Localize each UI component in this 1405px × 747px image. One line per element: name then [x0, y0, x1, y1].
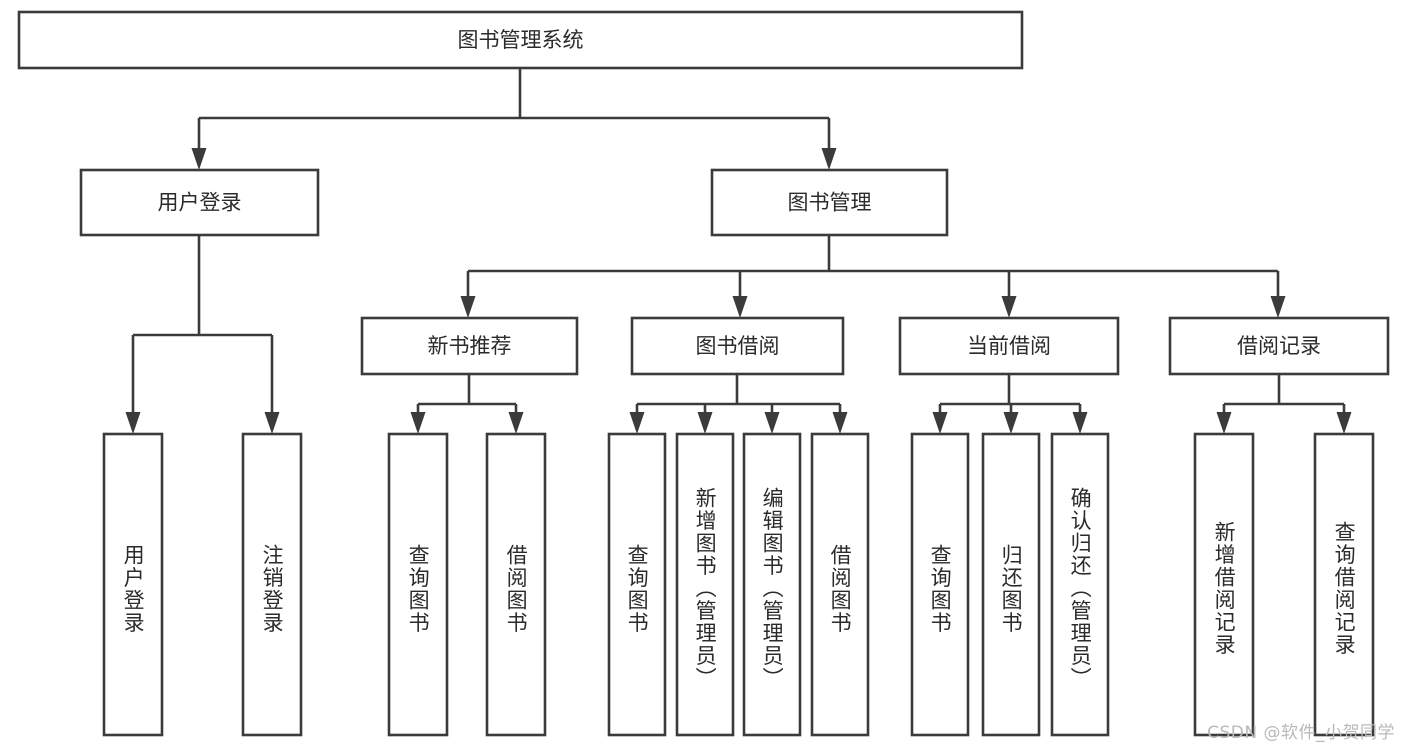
node-level3-1-label: 图书借阅: [696, 334, 780, 358]
node-level3-2-label: 当前借阅: [967, 334, 1051, 358]
node-level2-1-label: 图书管理: [788, 191, 872, 215]
node-root-label: 图书管理系统: [458, 28, 584, 52]
node-leaf-2-box[interactable]: [387, 432, 449, 737]
arrow-head-icon: [508, 412, 524, 434]
edges-book-to-modules: [460, 235, 1286, 318]
node-level3-1[interactable]: 图书借阅: [630, 316, 845, 376]
arrow-head-icon: [821, 148, 837, 170]
node-level2-0[interactable]: 用户登录: [79, 168, 320, 237]
node-leaf-3-box[interactable]: [485, 432, 547, 737]
arrow-head-icon: [410, 412, 426, 434]
node-leaf-5-box[interactable]: [675, 432, 735, 737]
node-leaf-11[interactable]: [1193, 432, 1255, 737]
node-leaf-7-box[interactable]: [810, 432, 870, 737]
arrow-head-icon: [1216, 412, 1232, 434]
arrow-head-icon: [732, 296, 748, 318]
edges-module-leaves-0: [410, 374, 524, 434]
node-leaf-12[interactable]: [1313, 432, 1375, 737]
node-level3-3[interactable]: 借阅记录: [1168, 316, 1390, 376]
arrow-head-icon: [125, 412, 141, 434]
node-leaf-5[interactable]: [675, 432, 735, 737]
arrow-head-icon: [932, 412, 948, 434]
node-leaf-3[interactable]: [485, 432, 547, 737]
node-level3-2-box[interactable]: [898, 316, 1120, 376]
edges-root-to-level2: [191, 68, 837, 170]
node-level2-1[interactable]: 图书管理: [710, 168, 949, 237]
node-leaf-6-box[interactable]: [742, 432, 802, 737]
arrow-head-icon: [764, 412, 780, 434]
node-leaf-1-box[interactable]: [241, 432, 303, 737]
node-level2-1-box[interactable]: [710, 168, 949, 237]
node-level3-3-box[interactable]: [1168, 316, 1390, 376]
arrow-head-icon: [629, 412, 645, 434]
node-leaf-8-box[interactable]: [910, 432, 970, 737]
node-leaf-0-box[interactable]: [102, 432, 164, 737]
node-leaf-4[interactable]: [607, 432, 667, 737]
node-level2-0-box[interactable]: [79, 168, 320, 237]
node-leaf-4-box[interactable]: [607, 432, 667, 737]
edges-module-leaves-1: [629, 374, 848, 434]
node-leaf-9[interactable]: [981, 432, 1041, 737]
node-level3-0-box[interactable]: [360, 316, 579, 376]
arrow-head-icon: [264, 412, 280, 434]
node-leaf-1[interactable]: [241, 432, 303, 737]
node-leaf-11-box[interactable]: [1193, 432, 1255, 737]
arrow-head-icon: [191, 148, 207, 170]
node-leaf-9-box[interactable]: [981, 432, 1041, 737]
edges-module-leaves-3: [1216, 374, 1352, 434]
arrow-head-icon: [832, 412, 848, 434]
arrow-head-icon: [460, 296, 476, 318]
edges-module-leaves-2: [932, 374, 1088, 434]
node-root[interactable]: 图书管理系统: [17, 10, 1024, 70]
node-leaf-10[interactable]: [1050, 432, 1110, 737]
arrow-head-icon: [1270, 296, 1286, 318]
node-root-box[interactable]: [17, 10, 1024, 70]
node-leaf-0[interactable]: [102, 432, 164, 737]
watermark-text: CSDN @软件_小贺同学: [1207, 723, 1395, 743]
node-level3-1-box[interactable]: [630, 316, 845, 376]
node-level3-2[interactable]: 当前借阅: [898, 316, 1120, 376]
node-leaf-6[interactable]: [742, 432, 802, 737]
arrow-head-icon: [1001, 296, 1017, 318]
node-leaf-12-box[interactable]: [1313, 432, 1375, 737]
arrow-head-icon: [1336, 412, 1352, 434]
node-leaf-8[interactable]: [910, 432, 970, 737]
arrow-head-icon: [697, 412, 713, 434]
node-level3-0[interactable]: 新书推荐: [360, 316, 579, 376]
connector-layer: [125, 68, 1352, 434]
arrow-head-icon: [1072, 412, 1088, 434]
node-level2-0-label: 用户登录: [158, 191, 242, 215]
edges-user-to-leaves: [125, 235, 280, 434]
node-leaf-10-box[interactable]: [1050, 432, 1110, 737]
arrow-head-icon: [1003, 412, 1019, 434]
node-level3-0-label: 新书推荐: [428, 334, 512, 358]
node-leaf-7[interactable]: [810, 432, 870, 737]
node-leaf-2[interactable]: [387, 432, 449, 737]
node-level3-3-label: 借阅记录: [1237, 334, 1321, 358]
